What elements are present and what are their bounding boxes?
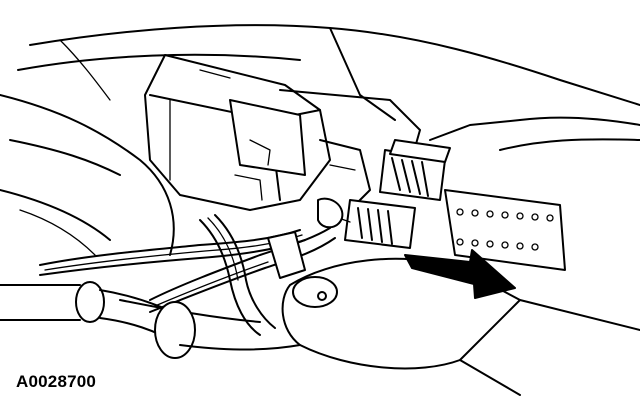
steering-column-shroud [0,94,175,256]
lower-trim-panel [179,257,640,396]
electrical-connector-lower [317,197,416,249]
pointer-arrow [404,249,516,299]
wiring-harness [39,214,336,336]
electrical-connector-upper [379,139,451,201]
perforated-panel [444,189,566,271]
control-module [144,54,331,211]
dash-panel-outline [9,24,640,176]
steering-column-tube [0,281,196,359]
figure-id-label: A0028700 [16,372,97,391]
